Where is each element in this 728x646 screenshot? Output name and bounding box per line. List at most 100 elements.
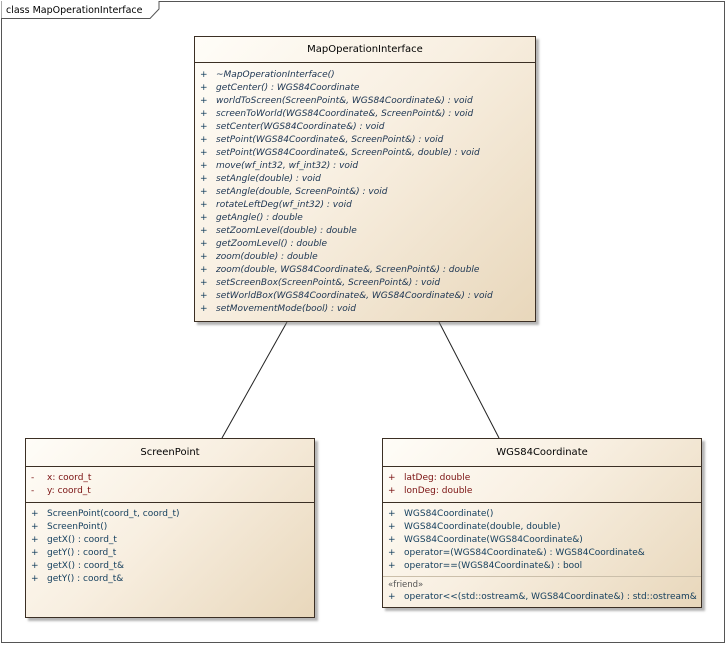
friend-group: «friend» +operator<<(std::ostream&, WGS8… [383, 576, 701, 604]
operation-row[interactable]: + move(wf_int32, wf_int32) : void [195, 160, 535, 173]
visibility-marker: + [200, 96, 208, 106]
attribute-row[interactable]: + lonDeg: double [383, 485, 701, 498]
operation-signature: getX() : coord_t [47, 535, 117, 545]
attribute-signature: x: coord_t [47, 473, 92, 483]
operation-signature: operator==(WGS84Coordinate&) : bool [404, 561, 583, 571]
association-wgs84coordinate [438, 321, 500, 439]
attributes-compartment: +latDeg: double+ lonDeg: double [383, 467, 701, 503]
attribute-signature: latDeg: double [404, 473, 471, 483]
operation-row[interactable]: +rotateLeftDeg(wf_int32) : void [195, 199, 535, 212]
operation-signature: setMovementMode(bool) : void [216, 304, 356, 314]
attribute-signature: y: coord_t [47, 486, 91, 496]
operation-row[interactable]: + getY() : coord_t [26, 547, 314, 560]
visibility-marker: + [200, 187, 208, 197]
visibility-marker: + [200, 83, 208, 93]
visibility-marker: + [388, 509, 396, 519]
visibility-marker: + [388, 548, 396, 558]
operation-row[interactable]: + screenToWorld(WGS84Coordinate&, ScreenP… [195, 108, 535, 121]
operation-row[interactable]: +WGS84Coordinate(WGS84Coordinate&) [383, 534, 701, 547]
association-screenpoint [221, 321, 288, 439]
operation-row[interactable]: + WGS84Coordinate(double, double) [383, 521, 701, 534]
operation-signature: screenToWorld(WGS84Coordinate&, ScreenPo… [216, 109, 474, 119]
visibility-marker: + [388, 522, 396, 532]
operation-row[interactable]: +setCenter(WGS84Coordinate&) : void [195, 121, 535, 134]
class-wgs84-coordinate[interactable]: WGS84Coordinate +latDeg: double+lonDeg: … [382, 438, 702, 608]
operation-row[interactable]: + setMovementMode(bool) : void [195, 303, 535, 316]
visibility-marker: + [200, 226, 208, 236]
operation-row[interactable]: + setScreenBox(ScreenPoint&, ScreenPoint&… [195, 277, 535, 290]
visibility-marker: + [31, 548, 39, 558]
operation-signature: getX() : coord_t& [47, 561, 124, 571]
visibility-marker: + [200, 304, 208, 314]
operation-row[interactable]: +setPoint(WGS84Coordinate&, ScreenPoint&… [195, 147, 535, 160]
operation-signature: WGS84Coordinate() [404, 509, 494, 519]
operation-row[interactable]: + setZoomLevel(double) : double [195, 225, 535, 238]
operation-signature: ScreenPoint() [47, 522, 108, 532]
frame-tab-outline [1, 1, 160, 19]
class-screen-point[interactable]: ScreenPoint -x: coord_t-y: coord_t +Scre… [25, 438, 315, 618]
operation-signature: WGS84Coordinate(double, double) [404, 522, 561, 532]
operation-row[interactable]: +zoom(double, WGS84Coordinate&, ScreenPo… [195, 264, 535, 277]
operation-row[interactable]: +ScreenPoint(coord_t, coord_t) [26, 508, 314, 521]
visibility-marker: + [200, 200, 208, 210]
operation-signature: setScreenBox(ScreenPoint&, ScreenPoint&)… [216, 278, 441, 288]
attribute-row[interactable]: -y: coord_t [26, 485, 314, 498]
visibility-marker: + [200, 252, 208, 262]
visibility-marker: + [200, 109, 208, 119]
operation-signature: getAngle() : double [216, 213, 303, 223]
operation-signature: setPoint(WGS84Coordinate&, ScreenPoint&)… [216, 135, 444, 145]
visibility-marker: + [388, 486, 396, 496]
attribute-row[interactable]: +latDeg: double [383, 472, 701, 485]
visibility-marker: + [200, 278, 208, 288]
attribute-signature: lonDeg: double [404, 486, 473, 496]
operations-compartment: +~MapOperationInterface()+getCenter() : … [195, 63, 535, 320]
visibility-marker: + [31, 535, 39, 545]
operation-signature: move(wf_int32, wf_int32) : void [216, 161, 359, 171]
operation-row[interactable]: +getZoomLevel() : double [195, 238, 535, 251]
operation-signature: setAngle(double, ScreenPoint&) : void [216, 187, 388, 197]
visibility-marker: + [200, 135, 208, 145]
operation-row[interactable]: +~MapOperationInterface() [195, 69, 535, 82]
operation-signature: operator<<(std::ostream&, WGS84Coordinat… [404, 592, 697, 602]
attribute-row[interactable]: - x: coord_t [26, 472, 314, 485]
operation-row[interactable]: +getX() : coord_t& [26, 560, 314, 573]
visibility-marker: + [200, 70, 208, 80]
operation-row[interactable]: +getAngle() : double [195, 212, 535, 225]
operation-signature: getY() : coord_t [47, 548, 117, 558]
visibility-marker: + [200, 291, 208, 301]
operations-compartment: +ScreenPoint(coord_t, coord_t)+ScreenPoi… [26, 503, 314, 590]
operation-signature: worldToScreen(ScreenPoint&, WGS84Coordin… [216, 96, 473, 106]
operation-row[interactable]: + setAngle(double, ScreenPoint&) : void [195, 186, 535, 199]
visibility-marker: + [200, 174, 208, 184]
operation-row[interactable]: + setPoint(WGS84Coordinate&, ScreenPoint&… [195, 134, 535, 147]
operation-row[interactable]: +operator==(WGS84Coordinate&) : bool [383, 560, 701, 573]
frame-label: class MapOperationInterface [6, 5, 143, 16]
attributes-compartment: - x: coord_t -y: coord_t [26, 467, 314, 503]
class-map-operation-interface[interactable]: MapOperationInterface +~MapOperationInte… [194, 36, 536, 322]
operation-row[interactable]: +getY() : coord_t& [26, 573, 314, 586]
operation-row[interactable]: +operator=(WGS84Coordinate&) : WGS84Coor… [383, 547, 701, 560]
operation-signature: getZoomLevel() : double [216, 239, 328, 249]
operation-signature: getCenter() : WGS84Coordinate [216, 83, 360, 93]
operation-row[interactable]: +setAngle(double) : void [195, 173, 535, 186]
operation-row[interactable]: +setWorldBox(WGS84Coordinate&, WGS84Coor… [195, 290, 535, 303]
operation-row[interactable]: + worldToScreen(ScreenPoint&, WGS84Coordi… [195, 95, 535, 108]
operation-row[interactable]: + getX() : coord_t [26, 534, 314, 547]
operation-row[interactable]: +zoom(double) : double [195, 251, 535, 264]
visibility-marker: - [31, 473, 35, 483]
visibility-marker: + [200, 161, 208, 171]
class-name: WGS84Coordinate [383, 439, 701, 467]
operation-row[interactable]: + ScreenPoint() [26, 521, 314, 534]
visibility-marker: + [200, 148, 208, 158]
operation-row[interactable]: + WGS84Coordinate() [383, 508, 701, 521]
operation-signature: setCenter(WGS84Coordinate&) : void [216, 122, 385, 132]
operation-row[interactable]: + operator<<(std::ostream&, WGS84Coordina… [383, 591, 701, 604]
visibility-marker: + [31, 522, 39, 532]
operation-signature: setZoomLevel(double) : double [216, 226, 357, 236]
visibility-marker: + [31, 509, 39, 519]
visibility-marker: + [388, 592, 396, 602]
visibility-marker: + [388, 535, 396, 545]
class-name: ScreenPoint [26, 439, 314, 467]
operation-row[interactable]: + getCenter() : WGS84Coordinate [195, 82, 535, 95]
